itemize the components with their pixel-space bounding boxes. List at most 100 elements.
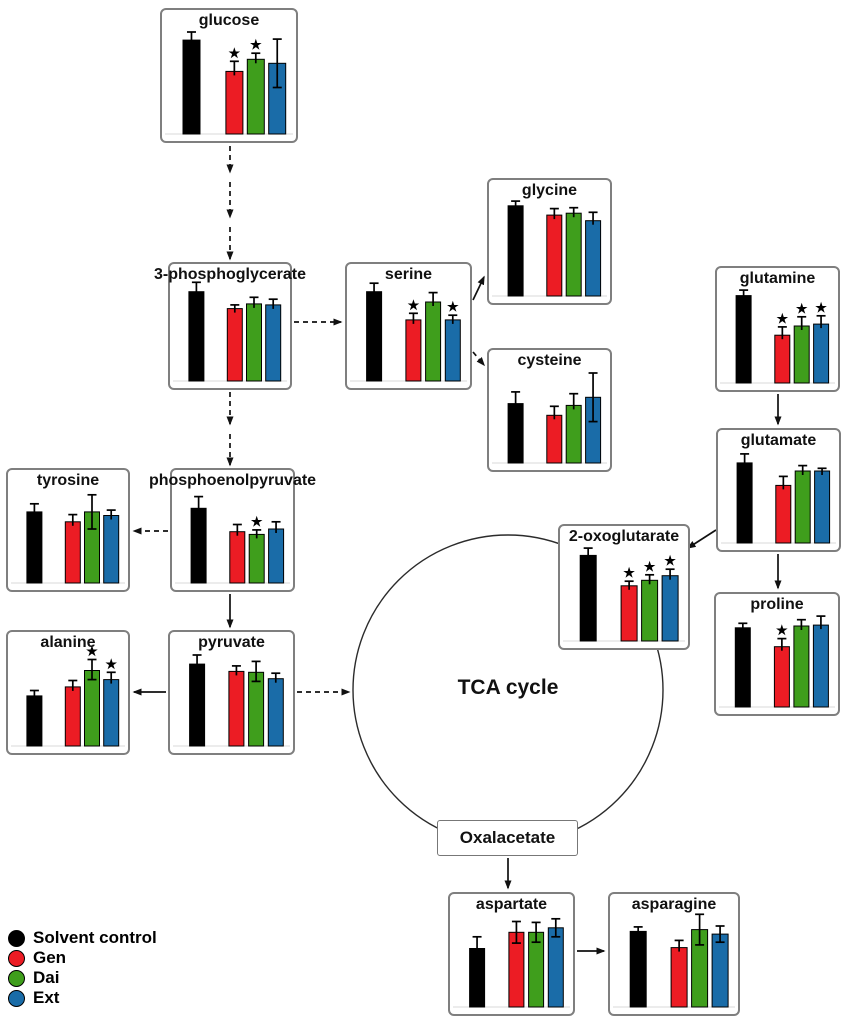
arrow-serine-to-cysteine <box>472 351 485 367</box>
bar-control <box>182 39 201 135</box>
legend-item-gen: Gen <box>8 948 157 968</box>
legend-swatch-control <box>8 929 25 947</box>
bar-chart: ★ <box>175 495 290 584</box>
bar-gen <box>774 334 791 384</box>
metabolite-title: 2-oxoglutarate <box>568 528 680 545</box>
arrow-glutamate-to-2og <box>686 529 717 549</box>
metabolite-title: cysteine <box>517 352 582 369</box>
metabolite-box-serine: serine★★ <box>345 262 472 390</box>
metabolite-title: 3-phosphoglycerate <box>153 266 307 283</box>
bar-gen <box>405 319 422 382</box>
metabolite-box-proline: proline ★ <box>714 592 840 716</box>
significance-star: ★ <box>250 37 262 52</box>
bar-gen <box>229 531 246 584</box>
bar-dai <box>248 533 265 584</box>
bar-control <box>469 948 486 1008</box>
bar-ext <box>661 575 679 642</box>
metabolite-box-glycine: glycine <box>487 178 612 305</box>
legend-label: Dai <box>33 968 60 987</box>
bar-control <box>735 295 752 384</box>
metabolite-title: aspartate <box>475 896 548 913</box>
legend-item-dai: Dai <box>8 968 157 988</box>
oxalacetate-node: Oxalacetate <box>437 820 578 856</box>
bar-control <box>190 507 207 584</box>
bar-control <box>366 291 383 382</box>
significance-star: ★ <box>776 623 788 638</box>
metabolite-title: glucose <box>198 12 260 29</box>
bar-chart <box>173 654 290 747</box>
significance-star: ★ <box>815 300 827 315</box>
bar-ext <box>812 624 829 708</box>
significance-star: ★ <box>105 656 117 671</box>
significance-star: ★ <box>644 559 656 574</box>
metabolite-box-tyrosine: tyrosine <box>6 468 130 592</box>
legend-swatch-ext <box>8 989 25 1007</box>
metabolite-title: glutamate <box>740 432 817 449</box>
bar-control <box>579 554 597 642</box>
bar-ext <box>813 323 830 384</box>
bar-chart <box>492 200 607 297</box>
arrow-serine-to-glycine <box>472 275 485 301</box>
metabolite-title: phosphoenolpyruvate <box>148 472 317 489</box>
bar-control <box>507 205 524 297</box>
metabolite-box-glutamine: glutamine★★★ <box>715 266 840 392</box>
bar-control <box>629 930 647 1008</box>
significance-star: ★ <box>408 297 420 312</box>
bar-ext <box>103 515 120 584</box>
metabolite-title: glycine <box>521 182 578 199</box>
metabolite-box-glutamate: glutamate <box>716 428 841 552</box>
bar-chart: ★★★ <box>563 547 685 642</box>
bar-chart <box>721 453 836 544</box>
bar-chart <box>453 917 570 1008</box>
significance-star: ★ <box>796 301 808 316</box>
legend-swatch-gen <box>8 949 25 967</box>
metabolite-box-asparagine: asparagine <box>608 892 740 1016</box>
metabolite-box-pyruvate: pyruvate <box>168 630 295 755</box>
bar-control <box>736 462 753 544</box>
significance-star: ★ <box>86 644 98 659</box>
bar-chart: ★★ <box>11 644 125 747</box>
bar-ext <box>268 528 285 584</box>
bar-gen <box>64 686 81 747</box>
bar-chart: ★★ <box>350 282 467 382</box>
metabolite-box-alanine: alanine★★ <box>6 630 130 755</box>
metabolite-box-pep: phosphoenolpyruvate ★ <box>149 468 316 592</box>
bar-gen <box>773 646 790 708</box>
metabolite-box-cysteine: cysteine <box>487 348 612 472</box>
bar-dai <box>565 212 582 297</box>
metabolite-title: pyruvate <box>198 634 265 651</box>
metabolite-box-2og: 2-oxoglutarate★★★ <box>558 524 690 650</box>
bar-dai <box>565 404 582 464</box>
significance-star: ★ <box>664 553 676 568</box>
bar-ext <box>547 927 564 1008</box>
bar-dai <box>641 579 659 642</box>
metabolite-box-3pg: 3-phosphoglycerate <box>154 262 306 390</box>
bar-chart: ★★★ <box>720 289 835 384</box>
bar-ext <box>585 220 602 297</box>
metabolite-title: tyrosine <box>36 472 100 489</box>
bar-dai <box>425 301 442 382</box>
metabolite-title: proline <box>750 596 804 613</box>
legend-label: Ext <box>33 988 60 1007</box>
significance-star: ★ <box>229 45 241 60</box>
bar-gen <box>546 414 563 464</box>
bar-gen <box>670 947 688 1008</box>
bar-gen <box>775 484 792 544</box>
bar-dai <box>246 58 265 135</box>
bar-control <box>26 695 43 747</box>
bar-dai <box>528 931 545 1008</box>
bar-control <box>188 291 205 382</box>
significance-star: ★ <box>447 299 459 314</box>
metabolite-title: glutamine <box>739 270 816 287</box>
bar-chart <box>11 493 125 584</box>
bar-dai <box>793 625 810 708</box>
bar-dai <box>248 671 265 747</box>
bar-control <box>189 663 206 747</box>
bar-ext <box>265 304 282 382</box>
bar-ext <box>814 470 831 544</box>
bar-control <box>734 627 751 708</box>
bar-chart <box>492 372 607 464</box>
legend-label: Solvent control <box>33 928 157 947</box>
metabolite-box-aspartate: aspartate <box>448 892 575 1016</box>
